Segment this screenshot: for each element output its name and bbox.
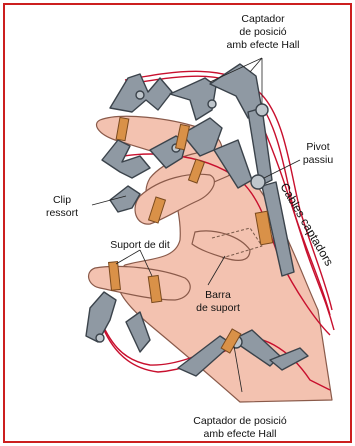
label-bar-1: Barra — [205, 289, 231, 301]
label-hall-top-3: amb efecte Hall — [227, 39, 300, 51]
label-hall-top-2: de posició — [239, 26, 286, 38]
pivot-upper — [256, 104, 268, 116]
label-pivot-1: Pivot — [306, 141, 329, 153]
label-hall-bottom-2: amb efecte Hall — [204, 428, 277, 440]
label-clip-2: ressort — [46, 207, 78, 219]
label-finger-support: Suport de dit — [110, 239, 170, 251]
label-clip-1: Clip — [53, 194, 71, 206]
label-bar-2: de suport — [196, 302, 240, 314]
label-hall-bottom-1: Captador de posició — [193, 415, 287, 427]
label-pivot-2: passiu — [303, 154, 334, 166]
label-hall-top-1: Captador — [241, 13, 285, 25]
pivot-passive — [251, 175, 265, 189]
